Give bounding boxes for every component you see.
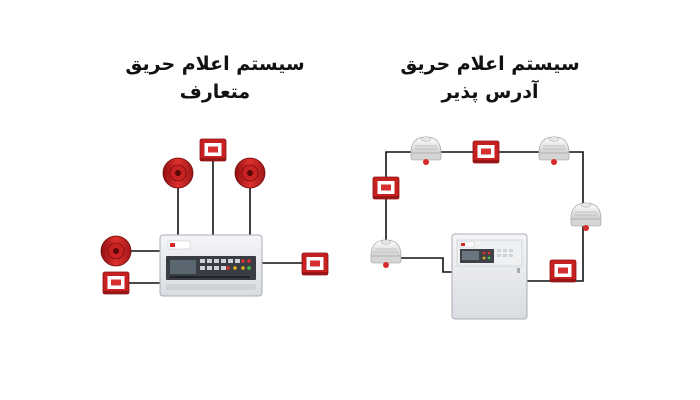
conventional-siren-side-icon [100,235,132,267]
conventional-title-line2: متعارف [179,81,251,103]
addressable-call-point-top-icon [472,140,500,164]
addressable-loop-wiring [385,151,584,282]
addressable-detector-top-left-icon [410,136,442,166]
addressable-title-line1: سیستم اعلام حریق [400,53,580,75]
addressable-call-point-right-icon [549,259,577,283]
addressable-detector-left-icon [370,239,402,269]
conventional-title-line1: سیستم اعلام حریق [125,53,305,75]
conventional-wiring [128,160,303,284]
conventional-siren-left-icon [162,157,194,189]
addressable-call-point-left-icon [372,176,400,200]
conventional-call-point-top-icon [199,138,227,162]
conventional-system-title: سیستم اعلام حریق متعارف [120,50,310,106]
addressable-control-panel [451,233,528,320]
conventional-control-panel [159,234,263,297]
conventional-call-point-right-icon [301,252,329,276]
addressable-system-title: سیستم اعلام حریق آدرس پذیر [395,50,585,106]
addressable-detector-top-right-icon [538,136,570,166]
conventional-call-point-bottom-icon [102,271,130,295]
addressable-title-line2: آدرس پذیر [441,81,539,103]
addressable-detector-right-icon [570,202,602,232]
conventional-siren-right-icon [234,157,266,189]
